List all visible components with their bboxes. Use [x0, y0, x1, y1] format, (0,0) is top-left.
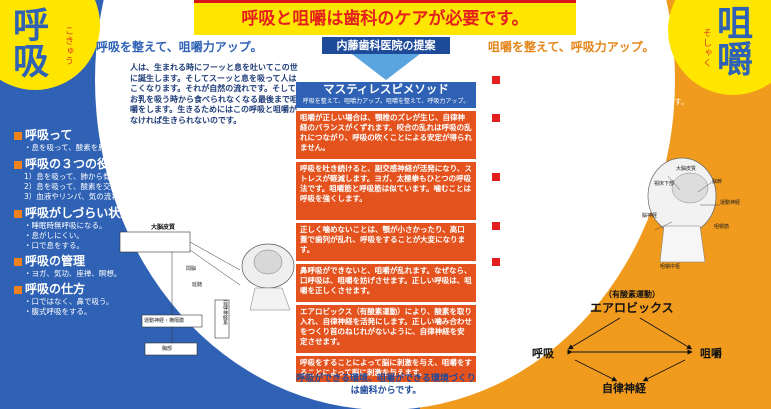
bullet-square-icon [492, 221, 500, 230]
right-section-3: 咀嚼がしづらい状態 ・顎が小さい。 ・高口蓋。 ・舌が硬い。 [492, 169, 632, 214]
fig-label: 延髄 [192, 282, 203, 288]
right-section-1: 咀嚼って ・咀嚼は、咀嚼筋・舌筋・顔面筋など口腔周囲の 多数の筋が協調してリズミ… [492, 72, 692, 107]
bullet-square-icon [14, 285, 22, 294]
left-section-3: 呼吸がしづらい状態 ・睡眠時無呼吸になる。 ・息がしにくい。 ・口で息をする。 [14, 206, 164, 251]
section-line: ・体の姿勢を維持する。 [502, 155, 585, 164]
fig-label: 胸部 [162, 346, 173, 352]
left-section-1: 呼吸って ・息を吸って、酸素を肺から吸収します。 [14, 128, 234, 153]
fig-label: 咀嚼中枢 [660, 264, 681, 270]
method-header: マスティレスピメソッド 呼吸を整えて、咀嚼力アップ。咀嚼を整えて、呼吸力アップ。 [296, 82, 476, 108]
method-box: 鼻呼吸ができないと、咀嚼が乱れます。なぜなら、口呼吸は、咀嚼を妨げさせます。正し… [296, 264, 476, 302]
section-title: 咀嚼って [503, 72, 551, 86]
section-line: ・睡眠時無呼吸になる。 [24, 221, 107, 230]
left-section-5: 呼吸の仕方 ・口ではなく、鼻で吸う。 ・腹式呼吸をする。 [14, 282, 164, 317]
method-box: 咀嚼が正しい場合は、顎椎のズレが生じ、自律神経のバランスがくずれます。咬合の乱れ… [296, 111, 476, 159]
right-kanji-title: 咀嚼 [711, 4, 753, 76]
bullet-square-icon [14, 257, 22, 266]
section-line: 2）息を吸って、酸素を交換し、血液に送る。 [24, 182, 179, 191]
chew-label: 咀嚼 [700, 347, 722, 360]
method-subtitle: 呼吸を整えて、咀嚼力アップ。咀嚼を整えて、呼吸力アップ。 [302, 98, 470, 105]
section-title: 呼吸がしづらい状態 [25, 206, 133, 220]
fig-label: 大脳皮質 [676, 166, 697, 172]
right-kanji-ruby: そしゃく [701, 28, 711, 68]
closing-text: 呼吸ができる環境、咀嚼ができる環境づくりは歯科からです。 [296, 374, 476, 396]
method-title: マスティレスピメソッド [323, 82, 449, 96]
right-section-2: 噛み方の三つの役割 ・噛むことによって、食物を胃の中に入れ、 エネルギーを吸収す… [492, 110, 692, 165]
method-box: 呼吸を吐き続けると、副交感神経が活発になり、ストレスが軽減します。ヨガ、太極拳も… [296, 162, 476, 220]
section-line: ・ヨガ、気功、座禅、瞑想。 [24, 269, 122, 278]
left-section-2: 呼吸の３つの役割 1）息を吸って、肺から脊髄液を循環させるポンプの役割。 2）息… [14, 157, 239, 202]
section-line: ・顎が小さい。 [502, 184, 555, 193]
method-box: エアロビックス（有酸素運動）により、酸素を取り入れ、自律神経を活発にします。正し… [296, 305, 476, 353]
section-title: 噛み方の三つの役割 [503, 110, 612, 124]
fig-label: 自律神経系 [222, 300, 228, 325]
nerve-label: 自律神経 [602, 382, 646, 395]
section-line: ・噛むことによって、食物を胃の中に入れ、 [502, 125, 652, 134]
section-line: ・舌が硬い。 [502, 204, 547, 213]
bullet-square-icon [492, 172, 500, 181]
fig-label: 運動神経 [720, 200, 741, 206]
section-line: 3）血液やリンパ、気の流れを維持する。 [24, 192, 164, 201]
left-kanji-title: 呼吸 [7, 6, 49, 78]
fig-label: 間脳 [186, 266, 197, 272]
bullet-square-icon [14, 131, 22, 140]
section-line: ・口で息をする。 [24, 241, 84, 250]
section-line: ・咀嚼トレーニングをする。 [502, 233, 600, 242]
fig-label: 大脳皮質 [151, 224, 176, 231]
section-line: ・腹式呼吸をする。 [24, 307, 92, 316]
intro-text: 人は、生まれる時にフーッと息を吐いてこの世に誕生します。そしてスーッと息を吸って… [130, 63, 298, 125]
aerobics-note: （有酸素運動） [604, 290, 660, 299]
section-line: 多数の筋が協調してリズミカルに活動する運動です。 [502, 97, 689, 106]
breath-label: 呼吸 [532, 347, 554, 360]
banner-top-bar [194, 0, 576, 5]
section-line: ・噛み癖を治す。 [502, 243, 562, 252]
right-section-4: 咀嚼の管理 ・咀嚼トレーニングをする。 ・噛み癖を治す。 [492, 218, 632, 253]
right-subtitle: 咀嚼を整えて、呼吸力アップ。 [488, 40, 655, 54]
section-line: ・息を吸って、酸素を肺から吸収します。 [24, 143, 165, 152]
method-box: 正しく噛めないことは、顎が小さかったり、高口蓋で歯列が乱れ、呼吸をすることが大変… [296, 223, 476, 261]
section-title: 咀嚼がしづらい状態 [503, 169, 611, 183]
center-title: 内藤歯科医院の提案 [322, 37, 450, 54]
left-section-4: 呼吸の管理 ・ヨガ、気功、座禅、瞑想。 [14, 254, 164, 279]
left-subtitle: 呼吸を整えて、咀嚼力アップ。 [96, 40, 263, 54]
fig-label: 咀嚼筋 [714, 224, 730, 230]
section-line: ・咀嚼は、咀嚼筋・舌筋・顔面筋など口腔周囲の [502, 87, 667, 96]
down-arrow-icon [352, 54, 420, 80]
masti-respi-method: マスティレスピメソッド 呼吸を整えて、咀嚼力アップ。咀嚼を整えて、呼吸力アップ。… [296, 82, 476, 382]
main-banner: 呼吸と咀嚼は歯科のケアが必要です。 [194, 3, 576, 35]
section-title: 咀嚼の仕方 [503, 254, 564, 268]
method-box: 呼吸をすることによって脳に刺激を与え、咀嚼をすることによって脳に刺激を与えます。 [296, 356, 476, 382]
section-title: 呼吸って [25, 128, 73, 142]
section-title: 咀嚼の管理 [503, 218, 564, 232]
section-line: ・脳に刺激を与えること。 [502, 145, 592, 154]
bullet-square-icon [14, 209, 22, 218]
fig-label: 脳神経 [642, 213, 658, 219]
fig-label: 運動神経・横隔膜 [144, 318, 185, 324]
section-line: ・息がしにくい。 [24, 231, 84, 240]
aerobics-label: エアロビックス [590, 301, 674, 315]
section-line: 1）息を吸って、肺から脊髄液を循環させるポンプの役割。 [24, 172, 223, 181]
section-line: ・バランス良く噛む。 [502, 269, 577, 278]
section-title: 呼吸の管理 [25, 254, 86, 268]
section-title: 呼吸の３つの役割 [25, 157, 122, 171]
left-kanji-ruby: こきゅう [63, 26, 73, 66]
bullet-square-icon [492, 75, 500, 84]
bullet-square-icon [14, 160, 22, 169]
section-line: ・高口蓋。 [502, 194, 540, 203]
bullet-square-icon [492, 113, 500, 122]
bullet-square-icon [492, 257, 500, 266]
section-line: エネルギーを吸収する。 [502, 135, 592, 144]
fig-label: 視床下部 [654, 181, 675, 187]
section-line: ・口ではなく、鼻で吸う。 [24, 297, 114, 306]
right-section-5: 咀嚼の仕方 ・バランス良く噛む。 [492, 254, 632, 279]
fig-label: 脳幹 [712, 179, 723, 185]
section-title: 呼吸の仕方 [25, 282, 86, 296]
